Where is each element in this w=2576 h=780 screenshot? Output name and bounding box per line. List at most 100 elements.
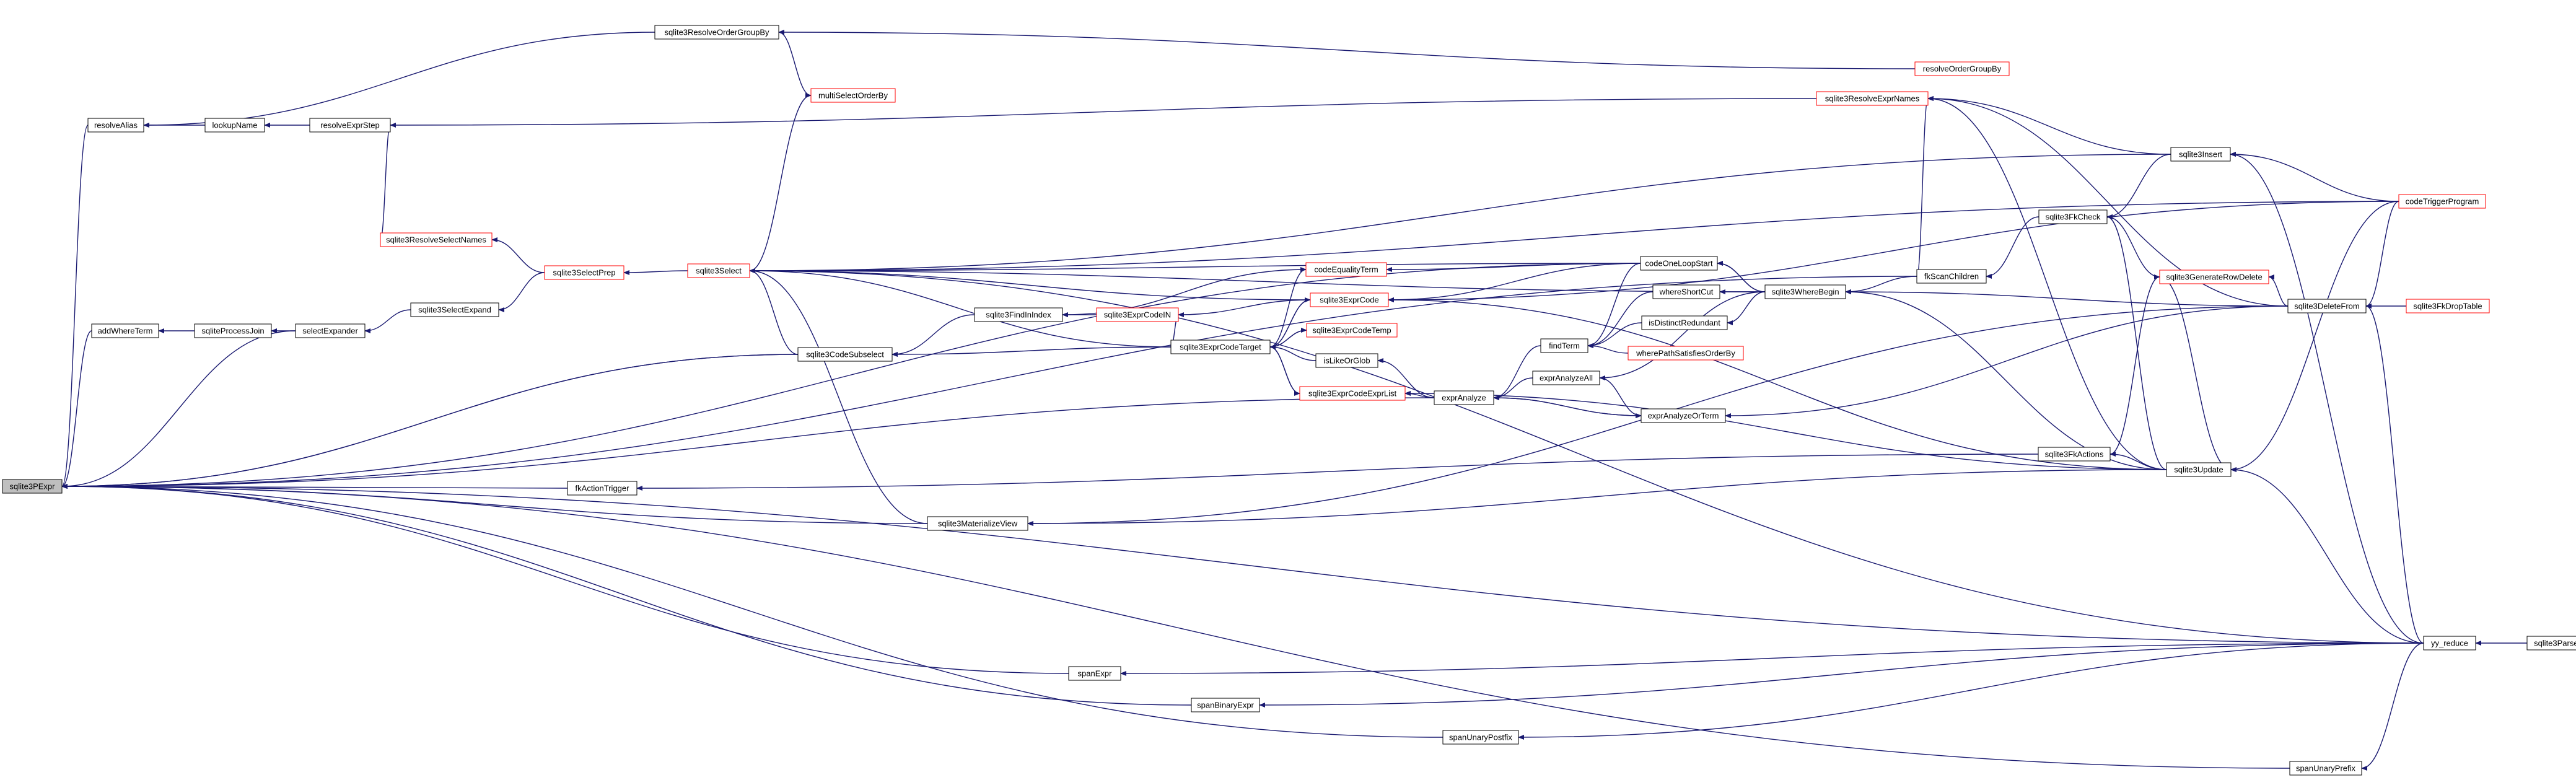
node-addWhereTerm[interactable]: addWhereTerm [91,323,159,338]
node-box-sqlite3PExpr[interactable] [2,479,63,494]
node-sqlite3CodeSubselect[interactable]: sqlite3CodeSubselect [797,347,893,362]
node-spanUnaryPrefix[interactable]: spanUnaryPrefix [2289,761,2362,776]
node-codeOneLoopStart[interactable]: codeOneLoopStart [1640,256,1718,271]
node-exprAnalyzeOrTerm[interactable]: exprAnalyzeOrTerm [1641,408,1726,423]
node-sqlite3ResolveExprNames[interactable]: sqlite3ResolveExprNames [1816,91,1929,106]
node-box-spanUnaryPostfix[interactable] [1442,730,1519,745]
node-box-sqlite3ExprCodeTemp[interactable] [1306,323,1398,338]
node-sqlite3WhereBegin[interactable]: sqlite3WhereBegin [1764,284,1846,299]
node-box-sqlite3SelectPrep[interactable] [544,265,624,280]
node-sqlite3ResolveSelectNames[interactable]: sqlite3ResolveSelectNames [380,232,493,247]
node-box-findTerm[interactable] [1540,338,1588,353]
node-box-sqlite3WhereBegin[interactable] [1764,284,1846,299]
node-lookupName[interactable]: lookupName [204,118,265,133]
node-isDistinctRedundant[interactable]: isDistinctRedundant [1641,315,1728,330]
node-box-sqlite3GenerateRowDelete[interactable] [2159,269,2269,284]
node-box-sqliteProcessJoin[interactable] [194,323,272,338]
node-box-fkScanChildren[interactable] [1916,269,1987,284]
node-selectExpander[interactable]: selectExpander [295,323,366,338]
node-sqlite3PExpr[interactable]: sqlite3PExpr [2,479,63,494]
node-sqlite3ExprCodeTarget[interactable]: sqlite3ExprCodeTarget [1170,340,1271,354]
node-box-exprAnalyzeAll[interactable] [1532,370,1600,385]
node-box-sqlite3ExprCodeTarget[interactable] [1170,340,1271,354]
node-box-wherePathSatisfiesOrderBy[interactable] [1628,346,1744,361]
node-sqlite3ResolveOrderGroupBy[interactable]: sqlite3ResolveOrderGroupBy [654,25,779,40]
node-yy_reduce[interactable]: yy_reduce [2423,636,2476,651]
node-box-sqlite3FkActions[interactable] [2038,447,2111,462]
node-sqlite3ExprCodeTemp[interactable]: sqlite3ExprCodeTemp [1306,323,1398,338]
node-fkScanChildren[interactable]: fkScanChildren [1916,269,1987,284]
node-sqlite3SelectPrep[interactable]: sqlite3SelectPrep [544,265,624,280]
node-box-exprAnalyzeOrTerm[interactable] [1641,408,1726,423]
node-sqlite3FkCheck[interactable]: sqlite3FkCheck [2038,209,2108,224]
node-box-sqlite3Select[interactable] [687,263,750,278]
node-box-sqlite3CodeSubselect[interactable] [797,347,893,362]
node-multiSelectOrderBy[interactable]: multiSelectOrderBy [810,88,896,103]
node-box-sqlite3ResolveOrderGroupBy[interactable] [654,25,779,40]
node-box-codeEqualityTerm[interactable] [1305,262,1387,277]
node-spanUnaryPostfix[interactable]: spanUnaryPostfix [1442,730,1519,745]
node-box-sqlite3Parser[interactable] [2526,636,2576,651]
node-box-codeTriggerProgram[interactable] [2398,194,2486,209]
node-isLikeOrGlob[interactable]: isLikeOrGlob [1315,353,1378,368]
node-box-fkActionTrigger[interactable] [567,481,637,496]
node-sqlite3ExprCodeIN[interactable]: sqlite3ExprCodeIN [1096,307,1179,322]
node-sqliteProcessJoin[interactable]: sqliteProcessJoin [194,323,272,338]
node-wherePathSatisfiesOrderBy[interactable]: wherePathSatisfiesOrderBy [1628,346,1744,361]
node-box-isLikeOrGlob[interactable] [1315,353,1378,368]
node-spanBinaryExpr[interactable]: spanBinaryExpr [1191,698,1260,712]
node-box-resolveExprStep[interactable] [309,118,391,133]
node-sqlite3ExprCodeExprList[interactable]: sqlite3ExprCodeExprList [1299,386,1406,401]
node-sqlite3Parser[interactable]: sqlite3Parser [2526,636,2576,651]
node-box-spanUnaryPrefix[interactable] [2289,761,2362,776]
node-box-sqlite3MaterializeView[interactable] [927,516,1028,531]
node-box-spanExpr[interactable] [1068,666,1121,681]
node-box-selectExpander[interactable] [295,323,366,338]
node-findTerm[interactable]: findTerm [1540,338,1588,353]
node-exprAnalyze[interactable]: exprAnalyze [1434,390,1494,405]
node-sqlite3ExprCode[interactable]: sqlite3ExprCode [1310,292,1389,307]
node-box-sqlite3DeleteFrom[interactable] [2287,299,2367,313]
node-codeTriggerProgram[interactable]: codeTriggerProgram [2398,194,2486,209]
node-box-lookupName[interactable] [204,118,265,133]
node-resolveAlias[interactable]: resolveAlias [87,118,144,133]
node-box-sqlite3Insert[interactable] [2170,147,2231,162]
node-box-resolveAlias[interactable] [87,118,144,133]
node-box-sqlite3FkCheck[interactable] [2038,209,2108,224]
node-box-sqlite3ExprCodeIN[interactable] [1096,307,1179,322]
node-box-isDistinctRedundant[interactable] [1641,315,1728,330]
node-resolveExprStep[interactable]: resolveExprStep [309,118,391,133]
node-sqlite3FkActions[interactable]: sqlite3FkActions [2038,447,2111,462]
node-sqlite3Insert[interactable]: sqlite3Insert [2170,147,2231,162]
node-box-sqlite3ExprCode[interactable] [1310,292,1389,307]
node-resolveOrderGroupBy[interactable]: resolveOrderGroupBy [1914,61,2010,76]
node-sqlite3MaterializeView[interactable]: sqlite3MaterializeView [927,516,1028,531]
node-box-resolveOrderGroupBy[interactable] [1914,61,2010,76]
node-box-sqlite3FindInIndex[interactable] [974,307,1063,322]
node-whereShortCut[interactable]: whereShortCut [1652,284,1720,299]
node-box-codeOneLoopStart[interactable] [1640,256,1718,271]
node-box-addWhereTerm[interactable] [91,323,159,338]
node-box-sqlite3ExprCodeExprList[interactable] [1299,386,1406,401]
node-sqlite3Select[interactable]: sqlite3Select [687,263,750,278]
node-sqlite3DeleteFrom[interactable]: sqlite3DeleteFrom [2287,299,2367,313]
node-sqlite3Update[interactable]: sqlite3Update [2166,462,2232,477]
node-sqlite3SelectExpand[interactable]: sqlite3SelectExpand [410,302,499,317]
node-sqlite3FindInIndex[interactable]: sqlite3FindInIndex [974,307,1063,322]
node-box-sqlite3ResolveSelectNames[interactable] [380,232,493,247]
node-box-multiSelectOrderBy[interactable] [810,88,896,103]
node-sqlite3FkDropTable[interactable]: sqlite3FkDropTable [2406,299,2490,313]
node-codeEqualityTerm[interactable]: codeEqualityTerm [1305,262,1387,277]
node-box-whereShortCut[interactable] [1652,284,1720,299]
node-box-spanBinaryExpr[interactable] [1191,698,1260,712]
node-box-sqlite3FkDropTable[interactable] [2406,299,2490,313]
node-sqlite3GenerateRowDelete[interactable]: sqlite3GenerateRowDelete [2159,269,2269,284]
node-box-exprAnalyze[interactable] [1434,390,1494,405]
node-box-sqlite3SelectExpand[interactable] [410,302,499,317]
node-box-sqlite3ResolveExprNames[interactable] [1816,91,1929,106]
node-exprAnalyzeAll[interactable]: exprAnalyzeAll [1532,370,1600,385]
node-box-sqlite3Update[interactable] [2166,462,2232,477]
node-box-yy_reduce[interactable] [2423,636,2476,651]
node-fkActionTrigger[interactable]: fkActionTrigger [567,481,637,496]
node-spanExpr[interactable]: spanExpr [1068,666,1121,681]
